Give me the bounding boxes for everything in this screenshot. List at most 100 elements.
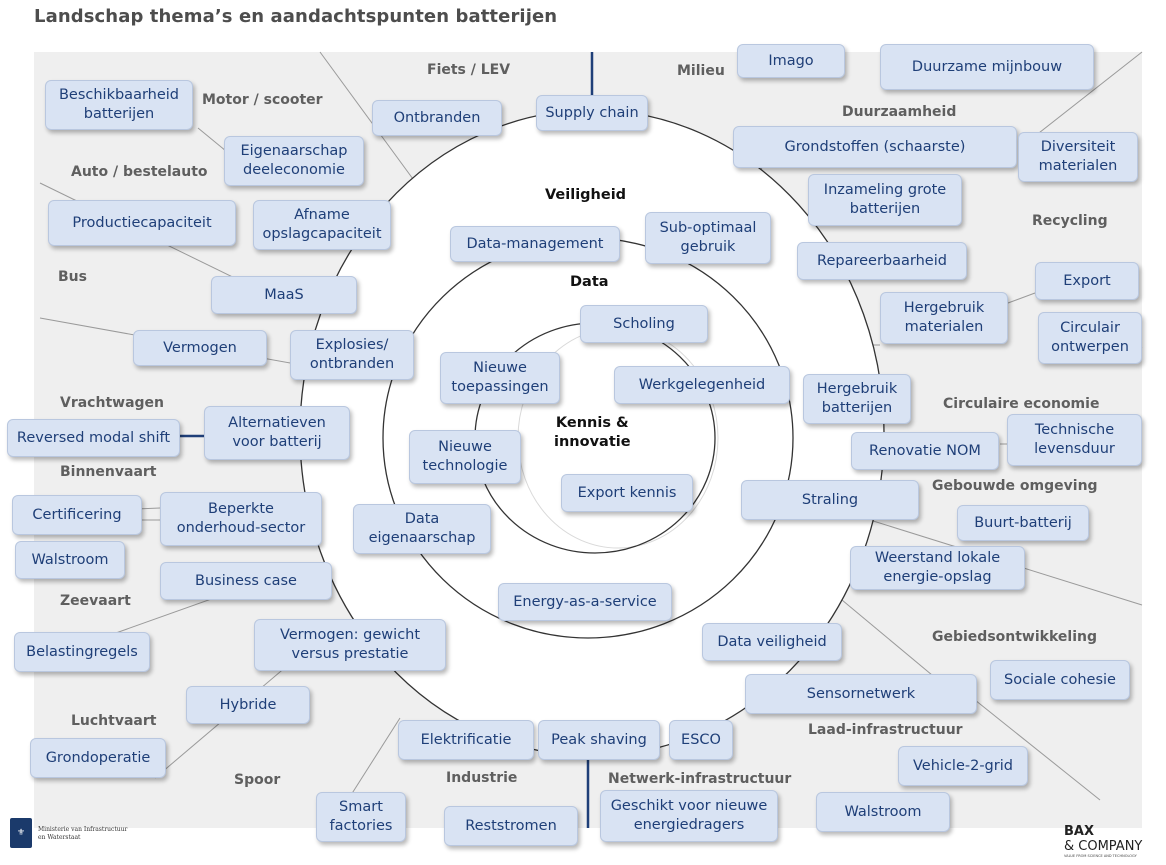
theme-box-line: Buurt-batterij bbox=[974, 514, 1072, 531]
theme-box: Grondoperatie bbox=[30, 738, 166, 778]
theme-box-line: Nieuwe bbox=[438, 439, 492, 455]
theme-box-line: Data veiligheid bbox=[717, 633, 827, 650]
ring-label-kennis: Kennis & innovatie bbox=[554, 414, 631, 452]
sector-label: Circulaire economie bbox=[943, 396, 1100, 412]
theme-box-line: Energy-as-a-service bbox=[513, 593, 657, 610]
theme-box-line: Diversiteit bbox=[1040, 139, 1116, 155]
theme-box-line: materialen bbox=[904, 319, 984, 335]
theme-box-line: Inzameling grote bbox=[823, 182, 947, 198]
theme-box-text: Grondstoffen (schaarste) bbox=[785, 138, 966, 157]
theme-box: Nieuwe toepassingen bbox=[440, 352, 560, 404]
sector-divider bbox=[829, 589, 951, 691]
theme-box-line: MaaS bbox=[264, 286, 304, 303]
theme-box: Reststromen bbox=[444, 806, 578, 846]
theme-box-line: Grondstoffen (schaarste) bbox=[784, 138, 966, 155]
theme-box-text: Walstroom bbox=[844, 803, 921, 822]
theme-box-text: Weerstand lokale energie-opslag bbox=[875, 549, 1000, 587]
theme-box-line: factories bbox=[329, 818, 393, 834]
theme-box-line: voor batterij bbox=[232, 434, 322, 450]
sector-divider bbox=[1029, 51, 1143, 141]
sector-label: Vrachtwagen bbox=[60, 395, 165, 411]
theme-box-line: Hergebruik bbox=[816, 381, 898, 397]
theme-box-line: Walstroom bbox=[844, 803, 922, 820]
theme-box-text: Data veiligheid bbox=[717, 633, 826, 652]
theme-box: Hybride bbox=[186, 686, 310, 724]
theme-box: Imago bbox=[737, 44, 845, 78]
theme-box: Energy-as-a-service bbox=[498, 583, 672, 621]
ring-label-veiligheid: Veiligheid bbox=[545, 187, 627, 203]
theme-box-text: Peak shaving bbox=[551, 731, 647, 750]
theme-box-text: Imago bbox=[768, 52, 813, 71]
theme-box-line: Beperkte bbox=[208, 501, 274, 517]
theme-box-line: Alternatieven bbox=[228, 415, 326, 431]
ministry-name: Ministerie van Infrastructuur en Waterst… bbox=[38, 826, 198, 842]
theme-box-text: Renovatie NOM bbox=[869, 442, 981, 461]
sector-label: Auto / bestelauto bbox=[71, 164, 208, 180]
theme-box-text: Duurzame mijnbouw bbox=[912, 58, 1062, 77]
theme-box-line: Grondoperatie bbox=[45, 749, 151, 766]
bax-logo-line2: & COMPANY bbox=[1064, 839, 1143, 854]
theme-box-line: Vermogen bbox=[163, 339, 237, 356]
ring-label-kennis-line2: innovatie bbox=[554, 434, 631, 450]
ministry-name-line2: en Waterstaat bbox=[38, 834, 81, 841]
theme-box-line: Geschikt voor nieuwe bbox=[610, 798, 768, 814]
theme-box-text: Reststromen bbox=[465, 817, 557, 836]
theme-box-text: Grondoperatie bbox=[46, 749, 151, 768]
theme-box: Belastingregels bbox=[14, 632, 150, 672]
theme-box-line: deeleconomie bbox=[243, 162, 345, 178]
theme-box-line: Sensornetwerk bbox=[806, 685, 916, 702]
theme-box: Walstroom bbox=[15, 541, 125, 579]
theme-box-line: toepassingen bbox=[451, 379, 549, 395]
theme-box-line: Straling bbox=[801, 491, 859, 508]
theme-box: Peak shaving bbox=[538, 720, 660, 760]
theme-box: Business case bbox=[160, 562, 332, 600]
theme-box-line: Technische bbox=[1034, 422, 1115, 438]
sector-label: Motor / scooter bbox=[202, 92, 323, 108]
crest-glyph: ⚜ bbox=[16, 828, 26, 838]
theme-box: Grondstoffen (schaarste) bbox=[733, 126, 1017, 168]
theme-box: Reversed modal shift bbox=[7, 419, 180, 457]
theme-box: Sociale cohesie bbox=[990, 660, 1130, 700]
theme-box: Alternatieven voor batterij bbox=[204, 406, 350, 460]
theme-box-line: ESCO bbox=[681, 731, 721, 748]
theme-box-text: Business case bbox=[195, 572, 297, 591]
theme-box-line: Reversed modal shift bbox=[16, 429, 171, 446]
theme-box: MaaS bbox=[211, 276, 357, 314]
theme-box-text: Repareerbaarheid bbox=[817, 252, 947, 271]
theme-box-line: Reststromen bbox=[465, 817, 557, 834]
sector-label: Laad-infrastructuur bbox=[808, 722, 963, 738]
theme-box-text: Productiecapaciteit bbox=[72, 214, 211, 233]
theme-box-line: Scholing bbox=[613, 315, 675, 332]
sector-label: Spoor bbox=[234, 772, 281, 788]
theme-box-line: Peak shaving bbox=[551, 731, 647, 748]
ring-label-kennis-line1: Kennis & bbox=[555, 415, 629, 431]
theme-box-line: Nieuwe bbox=[473, 360, 527, 376]
theme-box-line: Business case bbox=[195, 572, 297, 589]
theme-box-text: ESCO bbox=[681, 731, 721, 750]
theme-box-text: Sensornetwerk bbox=[807, 685, 915, 704]
theme-box-line: materialen bbox=[1038, 158, 1118, 174]
theme-box-line: Productiecapaciteit bbox=[72, 214, 212, 231]
ministry-name-line1: Ministerie van Infrastructuur bbox=[38, 826, 128, 833]
theme-box-line: Weerstand lokale bbox=[874, 550, 1001, 566]
sector-label: Milieu bbox=[677, 63, 725, 79]
sector-divider bbox=[974, 699, 1101, 801]
theme-box-line: energie-opslag bbox=[883, 569, 992, 585]
theme-box-line: Renovatie NOM bbox=[869, 442, 981, 459]
theme-box-text: Data-management bbox=[467, 235, 604, 254]
page-title: Landschap thema’s en aandachtspunten bat… bbox=[34, 6, 558, 27]
theme-box-line: Explosies/ bbox=[315, 337, 389, 353]
ring-label-data: Data bbox=[570, 274, 609, 290]
theme-box-text: Werkgelegenheid bbox=[639, 376, 766, 395]
theme-box-line: Hybride bbox=[219, 696, 277, 713]
theme-box: Ontbranden bbox=[372, 100, 502, 136]
theme-box-line: Vermogen: gewicht bbox=[279, 627, 421, 643]
theme-box: Explosies/ontbranden bbox=[290, 330, 414, 380]
sector-label: Fiets / LEV bbox=[427, 62, 511, 78]
